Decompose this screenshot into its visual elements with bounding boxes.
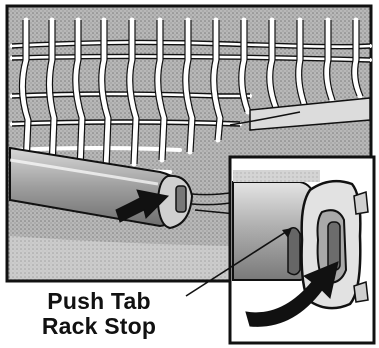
caption-line-1: Push Tab: [14, 289, 184, 314]
zoom-inset: [230, 157, 374, 343]
rack-stop-caption: Push Tab Rack Stop: [14, 289, 184, 339]
caption-line-2: Rack Stop: [14, 314, 184, 339]
